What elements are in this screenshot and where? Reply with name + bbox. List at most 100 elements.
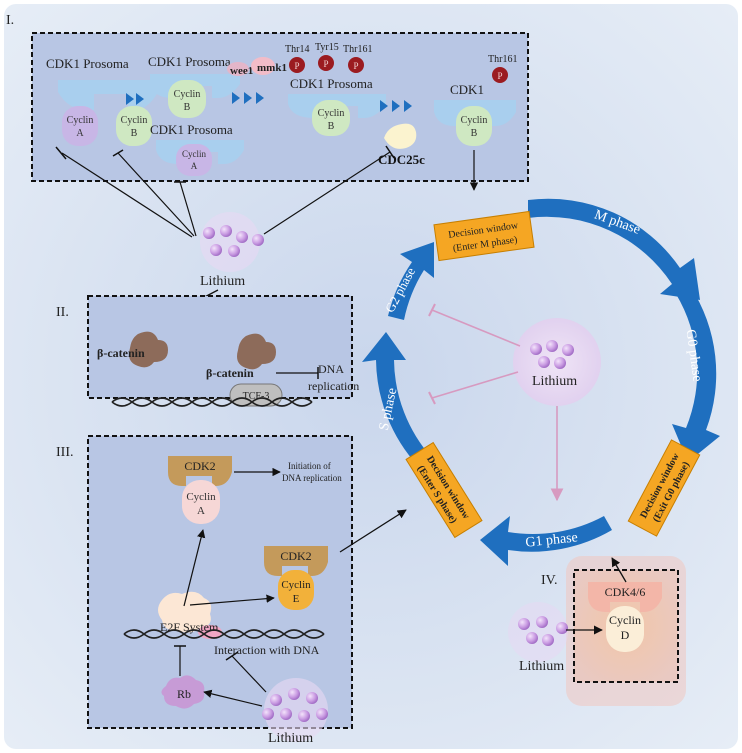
lithium-s-inhibition-bar xyxy=(428,391,436,405)
thr14-label: Thr14 xyxy=(285,44,309,55)
cyclin-b-letter: B xyxy=(328,121,335,132)
dna-replication-label: replication xyxy=(308,379,359,393)
panel-i: I. CDK1 Prosoma Cyclin A Cyclin B CDK1 P… xyxy=(6,13,529,182)
thr161-label: Thr161 xyxy=(343,44,372,55)
g1-phase-arrow xyxy=(480,516,612,566)
phosphate-icon xyxy=(289,57,305,73)
lithium-ion-icon xyxy=(288,688,300,700)
lithium-interaction-inhibition-bar xyxy=(225,651,239,661)
cdk1-prosoma-label: CDK1 Prosoma xyxy=(150,122,233,137)
cyclin-b-letter: B xyxy=(471,128,478,139)
beta-catenin-shape xyxy=(129,331,168,368)
cyclin-b-letter: B xyxy=(131,128,138,139)
lithium-ion-icon xyxy=(526,632,538,644)
cyclin-e-shape xyxy=(278,570,314,610)
cyclin-b-shape xyxy=(116,106,152,146)
lithium-ion-icon xyxy=(554,357,566,369)
e2f-dna-binding-shape xyxy=(198,625,222,639)
cyclin-a-letter: A xyxy=(191,161,198,171)
cyclin-a-letter: A xyxy=(197,505,205,517)
cdk46-to-g1-arrow xyxy=(611,557,627,583)
cyclin-a-shape xyxy=(182,480,220,524)
panel-ii-label: II. xyxy=(56,305,69,320)
lithium-ion-icon xyxy=(530,343,542,355)
initiation-label: Initiation of xyxy=(288,461,331,471)
s-phase-arrow xyxy=(362,332,432,466)
lithium-label: Lithium xyxy=(268,731,313,746)
cyclin-a-label: Cyclin xyxy=(186,491,216,503)
cdk2-label: CDK2 xyxy=(280,549,311,563)
cdk1-prosoma-label: CDK1 Prosoma xyxy=(148,54,231,69)
cdk2-shape xyxy=(264,546,328,576)
cyclin-b-shape xyxy=(456,106,492,146)
cyclin-b-shape xyxy=(168,80,206,118)
cyclin-b-label: Cyclin xyxy=(174,89,201,100)
cyclin-b-label: Cyclin xyxy=(318,108,345,119)
decision-window-m: Decision window (Enter M phase) xyxy=(433,210,535,262)
lithium-g2-inhibition-line xyxy=(431,309,521,347)
panel-i-label: I. xyxy=(6,13,14,28)
cyclin-a-label: Cyclin xyxy=(67,115,94,126)
g0-phase-arrow xyxy=(672,286,720,462)
lithium-ion-icon xyxy=(518,618,530,630)
phosphate-icon xyxy=(348,57,364,73)
e2f-shape xyxy=(158,591,212,633)
panel-i-inhibition-lines xyxy=(55,145,479,238)
chevron-arrow-icon xyxy=(380,100,412,112)
lithium-ion-icon xyxy=(556,622,568,634)
cyclin-b-label: Cyclin xyxy=(461,115,488,126)
lithium-label: Lithium xyxy=(519,659,564,674)
phosphate-p-label: P xyxy=(497,71,502,81)
cdk2-label: CDK2 xyxy=(184,459,215,473)
cyclin-a-label: Cyclin xyxy=(182,149,206,159)
lithium-ion-icon xyxy=(298,710,310,722)
g2-phase-arrow xyxy=(388,242,434,320)
panel-iii-label: III. xyxy=(56,445,74,460)
interaction-label: Interaction with DNA xyxy=(214,643,320,657)
cdc25c-shape xyxy=(384,123,417,149)
phosphate-icon xyxy=(492,67,508,83)
tcf3-label: TCF-3 xyxy=(243,391,270,402)
chevron-arrow-icon xyxy=(232,92,264,104)
initiation-label: DNA replication xyxy=(282,473,342,483)
dna-helix-icon xyxy=(111,397,313,407)
wee1-shape xyxy=(227,62,249,76)
cdc25c-label: CDC25c xyxy=(378,152,425,167)
lithium-label: Lithium xyxy=(532,374,577,389)
wee1-label: wee1 xyxy=(230,65,253,77)
lithium-s-inhibition-line xyxy=(431,371,519,399)
lithium-ion-icon xyxy=(542,634,554,646)
cyclin-e-to-s-decision-arrow xyxy=(339,509,407,553)
beta-catenin-label: β-catenin xyxy=(206,366,254,380)
cdk1-prosoma-shape xyxy=(58,80,158,110)
g1-phase-label: G1 phase xyxy=(525,530,579,550)
rb-shape xyxy=(161,675,205,709)
e2f-to-cyclin-a-arrow xyxy=(183,529,206,607)
lithium-ion-icon xyxy=(562,344,574,356)
lithium-ions-top: Lithium xyxy=(200,212,264,289)
cyclin-d-letter: D xyxy=(621,628,630,642)
mmk1-shape xyxy=(251,57,275,75)
e2f-to-cyclin-e-arrow xyxy=(189,594,275,606)
cdk46-shape xyxy=(588,582,662,612)
panel-ii: II. β-catenin β-catenin DNA replication … xyxy=(56,295,359,407)
dna-replication-label: DNA xyxy=(318,362,344,376)
lithium-label: Lithium xyxy=(200,274,245,289)
g0-phase-label: G0 phase xyxy=(682,328,704,382)
lithium-to-rb-arrow xyxy=(203,689,263,707)
phosphate-p-label: P xyxy=(353,61,358,71)
panel-iii: III. CDK2 Cyclin A Initiation of DNA rep… xyxy=(56,435,353,746)
panel-iv-label: IV. xyxy=(541,573,557,588)
lithium-g2-inhibition-bar xyxy=(428,303,436,317)
lithium-interaction-inhibition-line xyxy=(231,655,267,693)
phosphate-icon xyxy=(318,55,334,71)
cyclin-a-shape xyxy=(62,106,98,146)
thr161-label: Thr161 xyxy=(488,54,517,65)
cdk2-shape xyxy=(168,456,232,486)
phosphate-p-label: P xyxy=(294,61,299,71)
cyclin-b-letter: B xyxy=(184,102,191,113)
cyclin-e-letter: E xyxy=(293,593,300,605)
cdk1-prosoma-label: CDK1 Prosoma xyxy=(46,56,129,71)
mmk1-label: mmk1 xyxy=(257,62,287,74)
